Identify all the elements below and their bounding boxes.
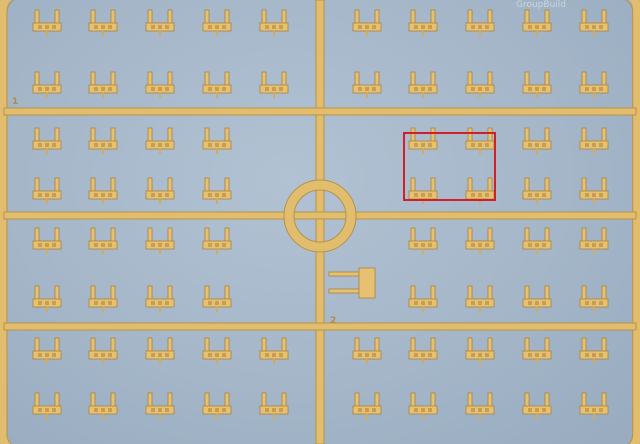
photo-etch-clamp-part xyxy=(32,9,62,36)
photo-etch-clamp-part xyxy=(352,9,382,36)
photo-etch-clamp-part xyxy=(408,9,438,36)
photo-etch-clamp-part xyxy=(145,9,175,36)
small-rod-piece xyxy=(328,271,362,277)
photo-etch-clamp-part xyxy=(202,177,232,204)
photo-etch-clamp-part xyxy=(579,227,609,254)
photo-etch-clamp-part xyxy=(145,392,175,419)
photo-etch-clamp-part xyxy=(202,227,232,254)
photo-etch-clamp-part xyxy=(579,392,609,419)
photo-etch-clamp-part xyxy=(579,177,609,204)
photo-etch-clamp-part xyxy=(465,285,495,312)
photo-etch-clamp-part xyxy=(202,9,232,36)
photo-etch-clamp-part xyxy=(32,227,62,254)
photo-etch-clamp-part xyxy=(32,285,62,312)
photo-etch-clamp-part xyxy=(522,177,552,204)
highlight-rectangle xyxy=(403,132,496,201)
photo-etch-clamp-part xyxy=(522,337,552,364)
photo-etch-clamp-part xyxy=(352,392,382,419)
photo-etch-clamp-part xyxy=(202,71,232,98)
photo-etch-clamp-part xyxy=(32,71,62,98)
photo-etch-clamp-part xyxy=(352,337,382,364)
photo-etch-clamp-part xyxy=(522,227,552,254)
photo-etch-clamp-part xyxy=(465,71,495,98)
photo-etch-clamp-part xyxy=(145,177,175,204)
photo-etch-clamp-part xyxy=(88,9,118,36)
photo-etch-clamp-part xyxy=(579,337,609,364)
photo-etch-clamp-part xyxy=(259,337,289,364)
photo-etch-clamp-part xyxy=(88,227,118,254)
photo-etch-clamp-part xyxy=(202,392,232,419)
photo-etch-clamp-part xyxy=(32,177,62,204)
photo-etch-clamp-part xyxy=(145,71,175,98)
photo-etch-clamp-part xyxy=(579,285,609,312)
sprue-horizontal-runner xyxy=(3,107,637,116)
photo-etch-clamp-part xyxy=(522,392,552,419)
small-rod-piece xyxy=(328,288,362,294)
photo-etch-clamp-part xyxy=(32,392,62,419)
sprue-horizontal-runner xyxy=(3,211,637,220)
photo-etch-clamp-part xyxy=(88,177,118,204)
photo-etch-clamp-part xyxy=(579,9,609,36)
photo-etch-clamp-part xyxy=(522,127,552,154)
photo-etch-clamp-part xyxy=(408,127,438,154)
photo-etch-clamp-part xyxy=(522,71,552,98)
photo-etch-clamp-part xyxy=(408,227,438,254)
photo-etch-clamp-part xyxy=(465,177,495,204)
photo-etch-clamp-part xyxy=(465,9,495,36)
photo-etch-clamp-part xyxy=(465,337,495,364)
sprue-center-vertical xyxy=(315,0,325,444)
watermark-text: GroupBuild xyxy=(516,0,566,10)
photo-etch-clamp-part xyxy=(465,392,495,419)
sprue-center-ring-inner-edge xyxy=(293,189,347,243)
sprue-number-label: 2 xyxy=(330,316,336,326)
sprue-center-ring xyxy=(284,180,356,252)
photo-etch-clamp-part xyxy=(88,392,118,419)
photo-etch-clamp-part xyxy=(465,227,495,254)
photo-etch-clamp-part xyxy=(88,127,118,154)
photo-etch-clamp-part xyxy=(88,337,118,364)
photo-etch-clamp-part xyxy=(579,127,609,154)
photo-etch-clamp-part xyxy=(408,392,438,419)
photo-etch-clamp-part xyxy=(522,9,552,36)
photo-etch-clamp-part xyxy=(145,227,175,254)
photo-etch-clamp-part xyxy=(352,71,382,98)
photo-etch-clamp-part xyxy=(408,337,438,364)
photo-etch-clamp-part xyxy=(202,127,232,154)
sprue-outer-frame-edge xyxy=(6,0,634,444)
photo-etch-clamp-part xyxy=(259,71,289,98)
photo-etch-clamp-part xyxy=(145,285,175,312)
sprue-center-ring-outer-edge xyxy=(283,179,357,253)
photo-etch-clamp-part xyxy=(408,71,438,98)
photo-etch-clamp-part xyxy=(88,285,118,312)
photo-etch-clamp-part xyxy=(408,285,438,312)
photo-etch-clamp-part xyxy=(145,127,175,154)
photo-etch-clamp-part xyxy=(32,127,62,154)
photo-etch-clamp-part xyxy=(88,71,118,98)
photo-etch-clamp-part xyxy=(259,392,289,419)
sprue-horizontal-runner xyxy=(3,322,637,331)
small-bracket-piece xyxy=(358,267,376,299)
photo-etch-clamp-part xyxy=(32,337,62,364)
photo-etch-clamp-part xyxy=(202,337,232,364)
photo-etch-clamp-part xyxy=(145,337,175,364)
photo-etch-clamp-part xyxy=(465,127,495,154)
photo-etch-clamp-part xyxy=(202,285,232,312)
photo-etch-clamp-part xyxy=(259,9,289,36)
sprue-number-label: 1 xyxy=(12,97,18,107)
photo-etch-clamp-part xyxy=(579,71,609,98)
photo-etch-clamp-part xyxy=(522,285,552,312)
